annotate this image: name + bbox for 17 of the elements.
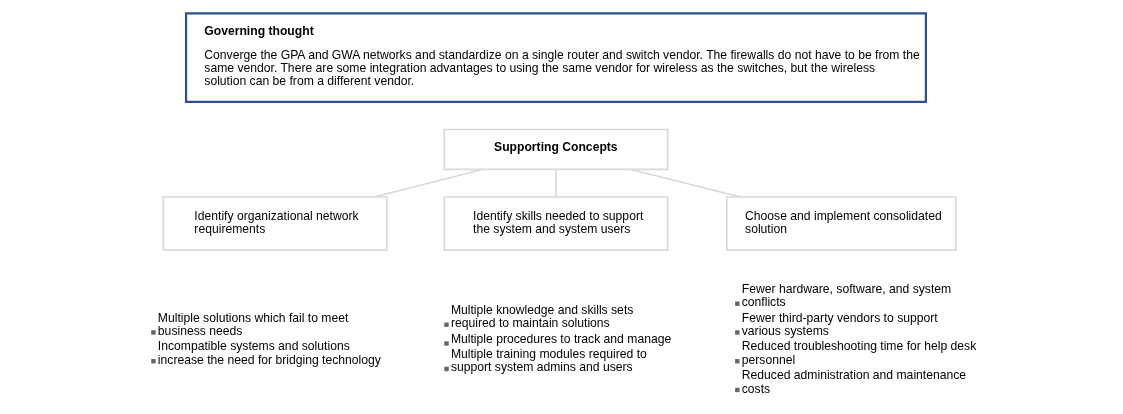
node-box: Choose and implement consolidated solution [726,195,957,251]
node-box: Identify organizational network requirements [162,195,388,251]
connector [555,168,557,197]
node-label: Reduced administration and maintenance costs [741,367,967,396]
node-label: Incompatible systems and solutions increase the need for bridging technology [157,338,381,367]
node-label: Multiple training modules required to support system admins and users [450,346,647,374]
node-label: Multiple solutions which fail to meet business needs [157,310,349,338]
node-label: Multiple procedures to track and manage [450,331,672,346]
node-box: Identify skills needed to support the system and system users [443,195,669,251]
node-label: Multiple knowledge and skills sets required to maintain solutions [450,302,634,330]
node-label: Fewer hardware, software, and system conflicts [741,281,952,309]
node-label: Reduced troubleshooting time for help desk personnel [741,338,977,367]
connector [630,168,741,198]
node-label: Fewer third-party vendors to support various systems [741,310,938,338]
node-box: Supporting Concepts [443,128,669,170]
node-box: Governing thought Converge the GPA and GWA networks and standardize on a single router and switch vendor. The firewalls do not have to be from the same vendor. There are some integration advantages to using the same vendor for wireless as the switches, but the wireless solution can be from a different vendor. [184,11,927,103]
connector [373,168,483,198]
